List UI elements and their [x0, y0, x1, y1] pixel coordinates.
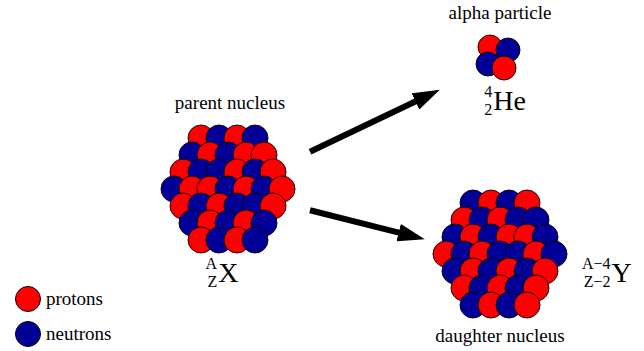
decay-arrow [310, 100, 417, 151]
daughter-nucleus-cluster [433, 190, 567, 318]
nucleus-caption: alpha particle [449, 2, 552, 23]
nuclide-symbol: A−4Z−2Y [582, 256, 632, 290]
legend-text-wrap: neutrons [46, 323, 111, 345]
element-symbol: Y [612, 256, 632, 290]
element-symbol: X [218, 256, 238, 290]
caption-wrap: parent nucleus [175, 92, 285, 114]
decay-arrow [310, 210, 401, 233]
nucleus-node: alpha particle42He [440, 0, 560, 122]
atomic-number: Z−2 [584, 274, 611, 290]
nuclide-symbol: AZX [206, 256, 239, 290]
mass-number: A [206, 256, 218, 272]
nucleus-node: parent nucleusAZX [150, 88, 310, 292]
legend-text: neutrons [46, 323, 111, 344]
alpha-particle-cluster [476, 35, 520, 80]
nuclide-indices: A−4Z−2 [582, 256, 611, 290]
nuclide-indices: AZ [206, 256, 218, 290]
atomic-number: 2 [484, 102, 492, 118]
legend-text: protons [46, 288, 103, 309]
legend-swatch [15, 321, 41, 347]
caption-wrap: daughter nucleus [435, 325, 564, 347]
nuclide-indices: 42 [484, 84, 492, 118]
parent-nucleus-cluster [161, 125, 295, 253]
mass-number: A−4 [582, 256, 611, 272]
nucleus-caption: parent nucleus [175, 92, 285, 113]
legend-swatch [15, 286, 41, 312]
nucleus-node: daughter nucleusA−4Z−2Y [425, 185, 640, 348]
atomic-number: Z [207, 274, 217, 290]
legend-text-wrap: protons [46, 288, 103, 310]
element-symbol: He [493, 84, 526, 118]
nucleus-caption: daughter nucleus [435, 325, 564, 346]
nuclide-symbol: 42He [484, 84, 526, 118]
caption-wrap: alpha particle [449, 2, 552, 24]
mass-number: 4 [484, 84, 492, 100]
